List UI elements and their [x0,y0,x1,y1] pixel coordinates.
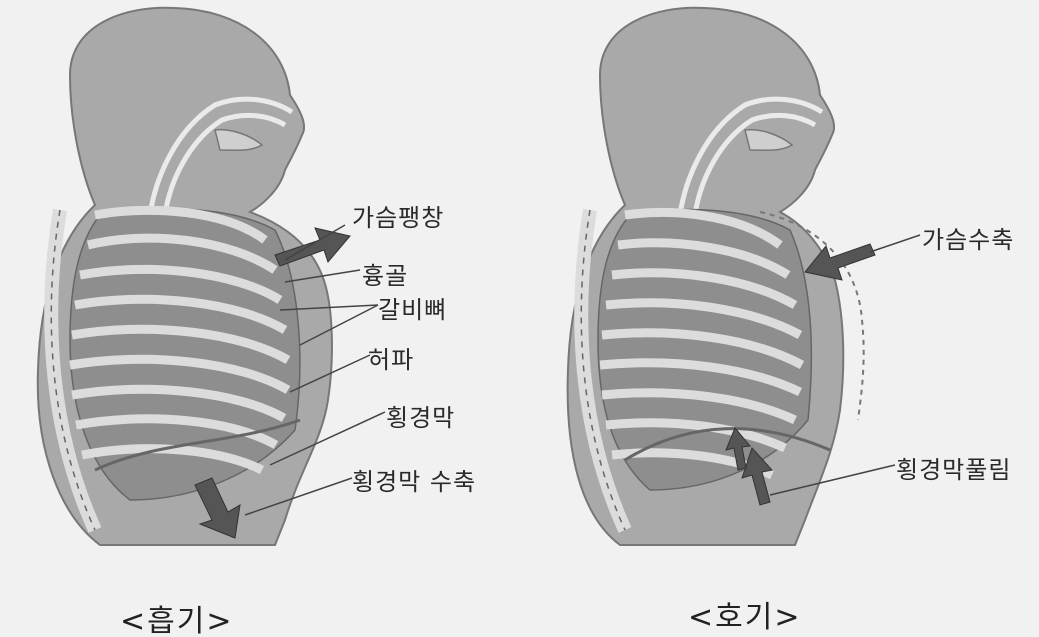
label-ribs: 갈비뼈 [378,290,447,325]
caption-inhale: <흡기> [120,596,233,637]
label-diaphragm: 횡경막 [386,398,455,433]
label-diaphragm-relaxation: 횡경막풀림 [896,450,1011,485]
exhale-figure [568,8,920,545]
inhale-figure [38,8,385,545]
label-chest-expansion: 가슴팽창 [352,198,444,233]
label-sternum: 흉골 [362,256,408,291]
inhale-lung-area [70,209,300,500]
caption-exhale: <호기> [688,592,801,636]
label-diaphragm-contraction: 횡경막 수축 [352,462,476,497]
label-chest-contraction: 가슴수축 [922,220,1014,255]
label-lung: 허파 [368,340,414,375]
